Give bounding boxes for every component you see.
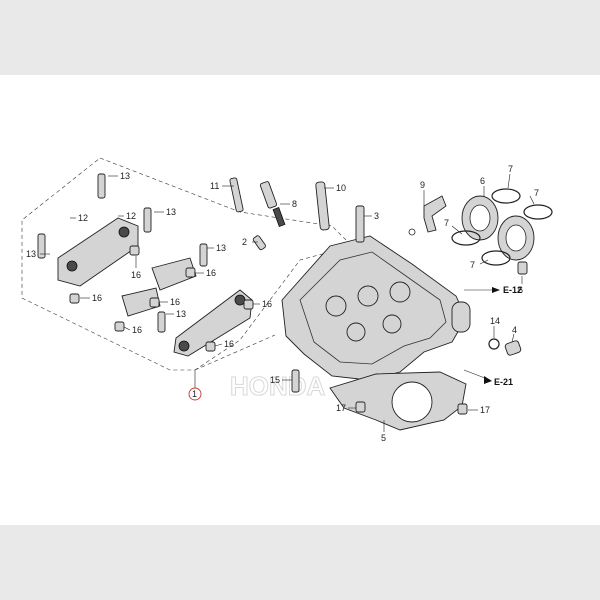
assembly-group-outline xyxy=(21,157,353,371)
callout-7: 7 xyxy=(508,164,513,174)
callout-17: 17 xyxy=(480,405,490,415)
callout-5: 5 xyxy=(381,433,386,443)
dowel-pin-17-left xyxy=(355,401,366,413)
callout-13: 13 xyxy=(216,243,226,253)
callout-16: 16 xyxy=(224,339,234,349)
callout-13: 13 xyxy=(26,249,36,259)
stud-15 xyxy=(291,369,300,393)
callout-13: 13 xyxy=(120,171,130,181)
o-ring-14 xyxy=(488,338,500,350)
cylinder-head xyxy=(281,235,471,381)
reference-e21[interactable]: E-21 xyxy=(494,377,513,387)
callout-7: 7 xyxy=(534,188,539,198)
callout-labels: 13 13 13 13 13 12 12 16 16 16 16 16 16 1… xyxy=(26,164,539,443)
callout-16: 16 xyxy=(131,270,141,280)
callout-16: 16 xyxy=(206,268,216,278)
callout-10: 10 xyxy=(336,183,346,193)
callout-1-circled[interactable]: 1 xyxy=(188,387,202,401)
arrow-e21 xyxy=(484,376,492,384)
camshaft-holder-middle xyxy=(121,257,197,317)
callout-15: 15 xyxy=(270,375,280,385)
head-gasket xyxy=(329,371,467,431)
callout-3: 3 xyxy=(374,211,379,221)
callout-1: 1 xyxy=(192,389,197,399)
reference-e12[interactable]: E-12 xyxy=(503,285,522,295)
callout-16: 16 xyxy=(170,297,180,307)
callout-7: 7 xyxy=(470,260,475,270)
callout-9: 9 xyxy=(420,180,425,190)
callout-2: 2 xyxy=(242,237,247,247)
stud-3 xyxy=(355,205,365,243)
callout-17: 17 xyxy=(336,403,346,413)
camshaft-holder-lower xyxy=(173,289,253,357)
callout-12: 12 xyxy=(126,211,136,221)
dowel-pin-16-group xyxy=(69,245,254,352)
assembly-link-line xyxy=(194,334,276,371)
camshaft-holder-upper xyxy=(57,217,139,287)
callout-12: 12 xyxy=(78,213,88,223)
callout-16: 16 xyxy=(262,299,272,309)
arrow-e12 xyxy=(492,287,500,293)
callout-16: 16 xyxy=(132,325,142,335)
callout-16: 16 xyxy=(92,293,102,303)
bolt-11 xyxy=(229,177,244,213)
insulator-group xyxy=(451,188,553,275)
callout-6: 6 xyxy=(480,176,485,186)
callout-11: 11 xyxy=(210,181,219,191)
bolt-13-group xyxy=(37,173,208,333)
callout-7: 7 xyxy=(444,218,449,228)
cylinder-head-exploded-diagram: HONDA xyxy=(21,157,553,443)
diagram-sheet: HONDA xyxy=(0,75,600,525)
callout-8: 8 xyxy=(292,199,297,209)
watermark-text: HONDA xyxy=(230,371,326,401)
sensor-9 xyxy=(408,195,447,236)
spark-plug xyxy=(259,181,286,227)
callout-13: 13 xyxy=(176,309,186,319)
callout-14: 14 xyxy=(490,316,500,326)
dowel-pin-17-right xyxy=(457,403,468,415)
callout-4: 4 xyxy=(512,325,517,335)
callout-6: 6 xyxy=(518,285,523,295)
spark-plug-tube xyxy=(315,181,330,231)
callout-13: 13 xyxy=(166,207,176,217)
dowel-pin-2 xyxy=(252,235,266,251)
plug-bolt-4 xyxy=(504,340,522,356)
